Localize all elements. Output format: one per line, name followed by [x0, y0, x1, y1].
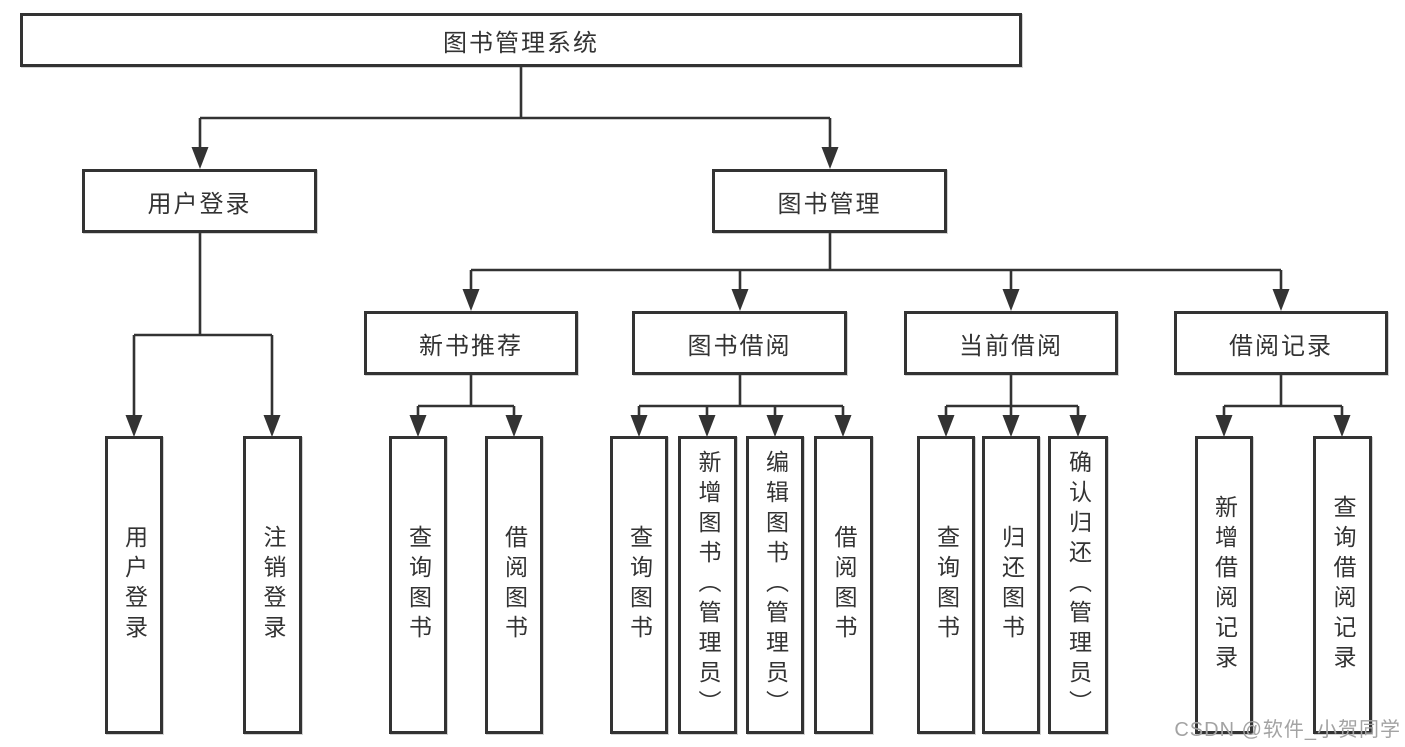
- node-borrow-record: 借阅记录: [1174, 311, 1388, 375]
- leaf-current-confirm-return-admin: 确认归还（管理员）: [1048, 436, 1108, 734]
- leaf-current-query-book: 查询图书: [917, 436, 975, 734]
- connector-paths: [132, 67, 1344, 417]
- watermark: CSDN @软件_小贺同学: [1174, 719, 1401, 741]
- node-book-borrow: 图书借阅: [632, 311, 847, 375]
- arrowheads: [125, 147, 1351, 437]
- leaf-logout-login: 注销登录: [243, 436, 302, 734]
- node-new-book-recommend: 新书推荐: [364, 311, 578, 375]
- leaf-record-query-borrow-record: 查询借阅记录: [1313, 436, 1372, 734]
- leaf-borrow-borrow-book: 借阅图书: [814, 436, 873, 734]
- node-user-login: 用户登录: [82, 169, 317, 233]
- leaf-newbook-query-book: 查询图书: [389, 436, 447, 734]
- node-book-management: 图书管理: [712, 169, 947, 233]
- leaf-borrow-query-book: 查询图书: [610, 436, 668, 734]
- leaf-record-add-borrow-record: 新增借阅记录: [1195, 436, 1253, 734]
- leaf-user-login: 用户登录: [105, 436, 163, 734]
- node-library-system: 图书管理系统: [20, 13, 1022, 67]
- node-current-borrow: 当前借阅: [904, 311, 1118, 375]
- leaf-current-return-book: 归还图书: [982, 436, 1040, 734]
- leaf-newbook-borrow-book: 借阅图书: [485, 436, 543, 734]
- leaf-borrow-add-book-admin: 新增图书（管理员）: [678, 436, 737, 734]
- leaf-borrow-edit-book-admin: 编辑图书（管理员）: [746, 436, 804, 734]
